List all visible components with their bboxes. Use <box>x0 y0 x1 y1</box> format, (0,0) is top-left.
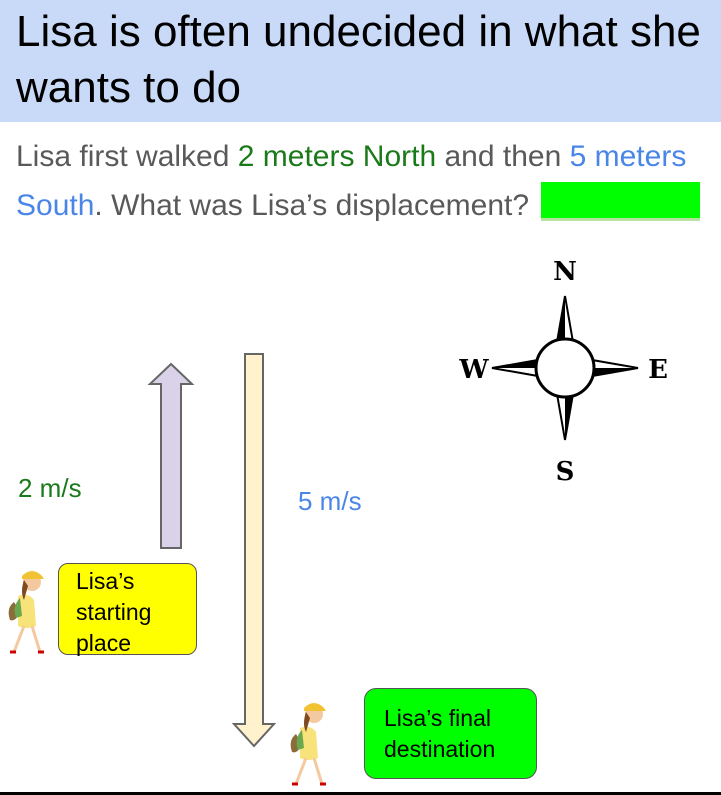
north-arrow <box>147 362 195 549</box>
compass-w-label: W <box>458 355 489 385</box>
hiker-girl-start-icon <box>8 571 44 654</box>
south-phrase: 5 meters South <box>16 140 687 222</box>
bottom-divider <box>0 792 721 795</box>
compass-s-label: S <box>556 457 575 487</box>
start-place-note: Lisa’s starting place <box>58 563 197 656</box>
compass-e-label: E <box>648 355 668 385</box>
question-text: Lisa first walked 2 meters North and the… <box>16 132 716 230</box>
question-part-3: . What was Lisa’s displacement? <box>94 189 530 222</box>
up-speed-label: 2 m/s <box>18 473 82 503</box>
compass-n-label: N <box>553 257 577 287</box>
south-arrow <box>231 353 277 748</box>
compass-rose-icon: N S W E <box>458 257 668 487</box>
down-speed-label: 5 m/s <box>298 486 362 516</box>
question-part-2: and then <box>436 140 570 173</box>
north-phrase: 2 meters North <box>237 140 437 173</box>
final-destination-note: Lisa’s final destination <box>364 688 537 779</box>
question-part-1: Lisa first walked <box>16 140 238 173</box>
slide-title: Lisa is often undecided in what she want… <box>16 7 701 112</box>
title-bar: Lisa is often undecided in what she want… <box>0 0 721 122</box>
answer-blank[interactable] <box>541 182 701 221</box>
hiker-girl-end-icon <box>290 703 326 786</box>
